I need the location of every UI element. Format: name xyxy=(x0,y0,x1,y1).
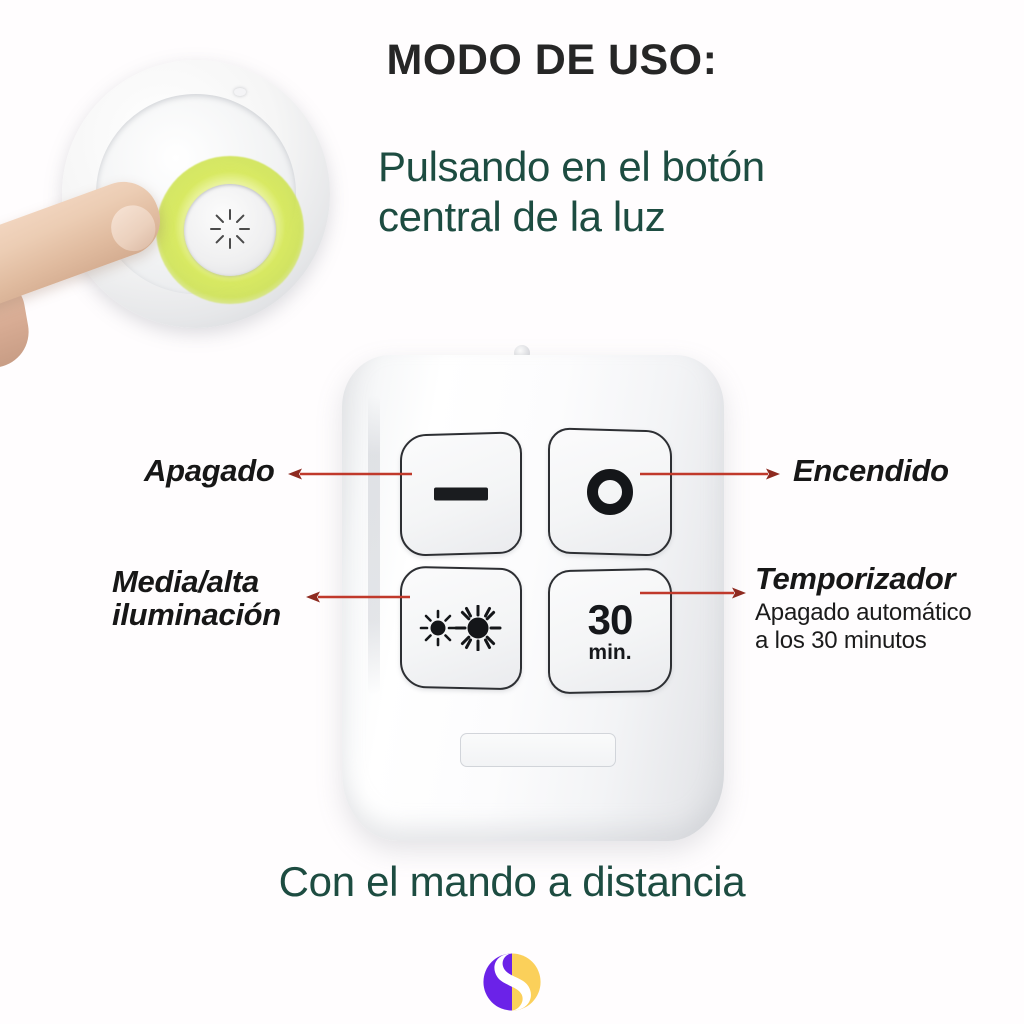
remote-button-on[interactable] xyxy=(548,427,672,557)
puck-highlight xyxy=(234,88,246,96)
puck-light-body xyxy=(62,60,330,328)
callout-label-timer-title: Temporizador xyxy=(755,561,956,596)
callout-label-timer-subtext: Apagado automático a los 30 minutos xyxy=(755,598,972,654)
remote-button-off[interactable] xyxy=(400,431,522,557)
s-circle-logo xyxy=(483,953,541,1011)
minus-icon xyxy=(434,487,488,501)
method-one-instruction: Pulsando en el botón central de la luz xyxy=(378,143,765,240)
puck-light-photo xyxy=(0,46,344,382)
power-ring-icon xyxy=(587,469,633,515)
callout-label-brightness: Media/alta iluminación xyxy=(112,564,281,632)
puck-inner-ring xyxy=(96,94,304,304)
arrow-to-off-button xyxy=(288,468,412,480)
callout-label-on: Encendido xyxy=(793,453,949,488)
two-suns-icon xyxy=(419,605,502,651)
arrow-to-timer-button xyxy=(640,587,746,599)
timer-value: 30 xyxy=(587,596,633,643)
timer-30min-icon: 30 min. xyxy=(587,596,633,664)
puck-center-button xyxy=(184,184,276,276)
callout-label-timer: Temporizador Apagado automático a los 30… xyxy=(755,561,972,655)
light-burst-icon xyxy=(210,209,250,249)
page-title: MODO DE USO: xyxy=(386,36,718,84)
callout-label-off: Apagado xyxy=(144,453,275,488)
fingernail xyxy=(104,199,162,258)
method-two-caption: Con el mando a distancia xyxy=(278,858,746,905)
arrow-to-brightness-button xyxy=(306,591,410,603)
battery-compartment-door xyxy=(460,733,616,767)
timer-unit: min. xyxy=(588,641,632,664)
remote-button-brightness[interactable] xyxy=(400,565,522,691)
remote-sheen xyxy=(368,395,380,695)
arrow-to-on-button xyxy=(640,468,780,480)
